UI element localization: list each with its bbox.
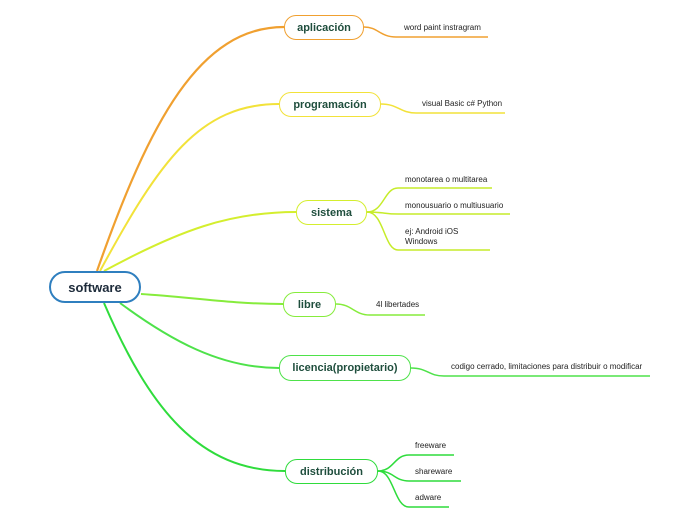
leaf-programacion-text: visual Basic c# Python bbox=[422, 99, 503, 108]
leaf-sistema-tarea: monotarea o multitarea bbox=[405, 175, 488, 184]
leaf-sistema-usuario: monousuario o multiusuario bbox=[405, 201, 504, 210]
leaf-shareware: shareware bbox=[415, 467, 453, 476]
leaf-freeware: freeware bbox=[415, 441, 447, 450]
leaf-sistema-windows: Windows bbox=[405, 237, 438, 246]
leaf-sistema-ejemplo: ej: Android iOS bbox=[405, 227, 459, 236]
topic-sistema[interactable]: sistema bbox=[296, 200, 367, 225]
topic-aplicacion[interactable]: aplicación bbox=[284, 15, 364, 40]
leaf-adware: adware bbox=[415, 493, 442, 502]
topic-distribucion[interactable]: distribución bbox=[285, 459, 378, 484]
leaf-licencia-text: codigo cerrado, limitaciones para distri… bbox=[451, 362, 643, 371]
topic-programacion[interactable]: programación bbox=[279, 92, 381, 117]
topic-libre[interactable]: libre bbox=[283, 292, 336, 317]
leaf-aplicacion-text: word paint instragram bbox=[404, 23, 481, 32]
leaf-libre-text: 4l libertades bbox=[376, 300, 420, 309]
topic-licencia[interactable]: licencia(propietario) bbox=[279, 355, 411, 381]
central-topic[interactable]: software bbox=[49, 271, 141, 303]
